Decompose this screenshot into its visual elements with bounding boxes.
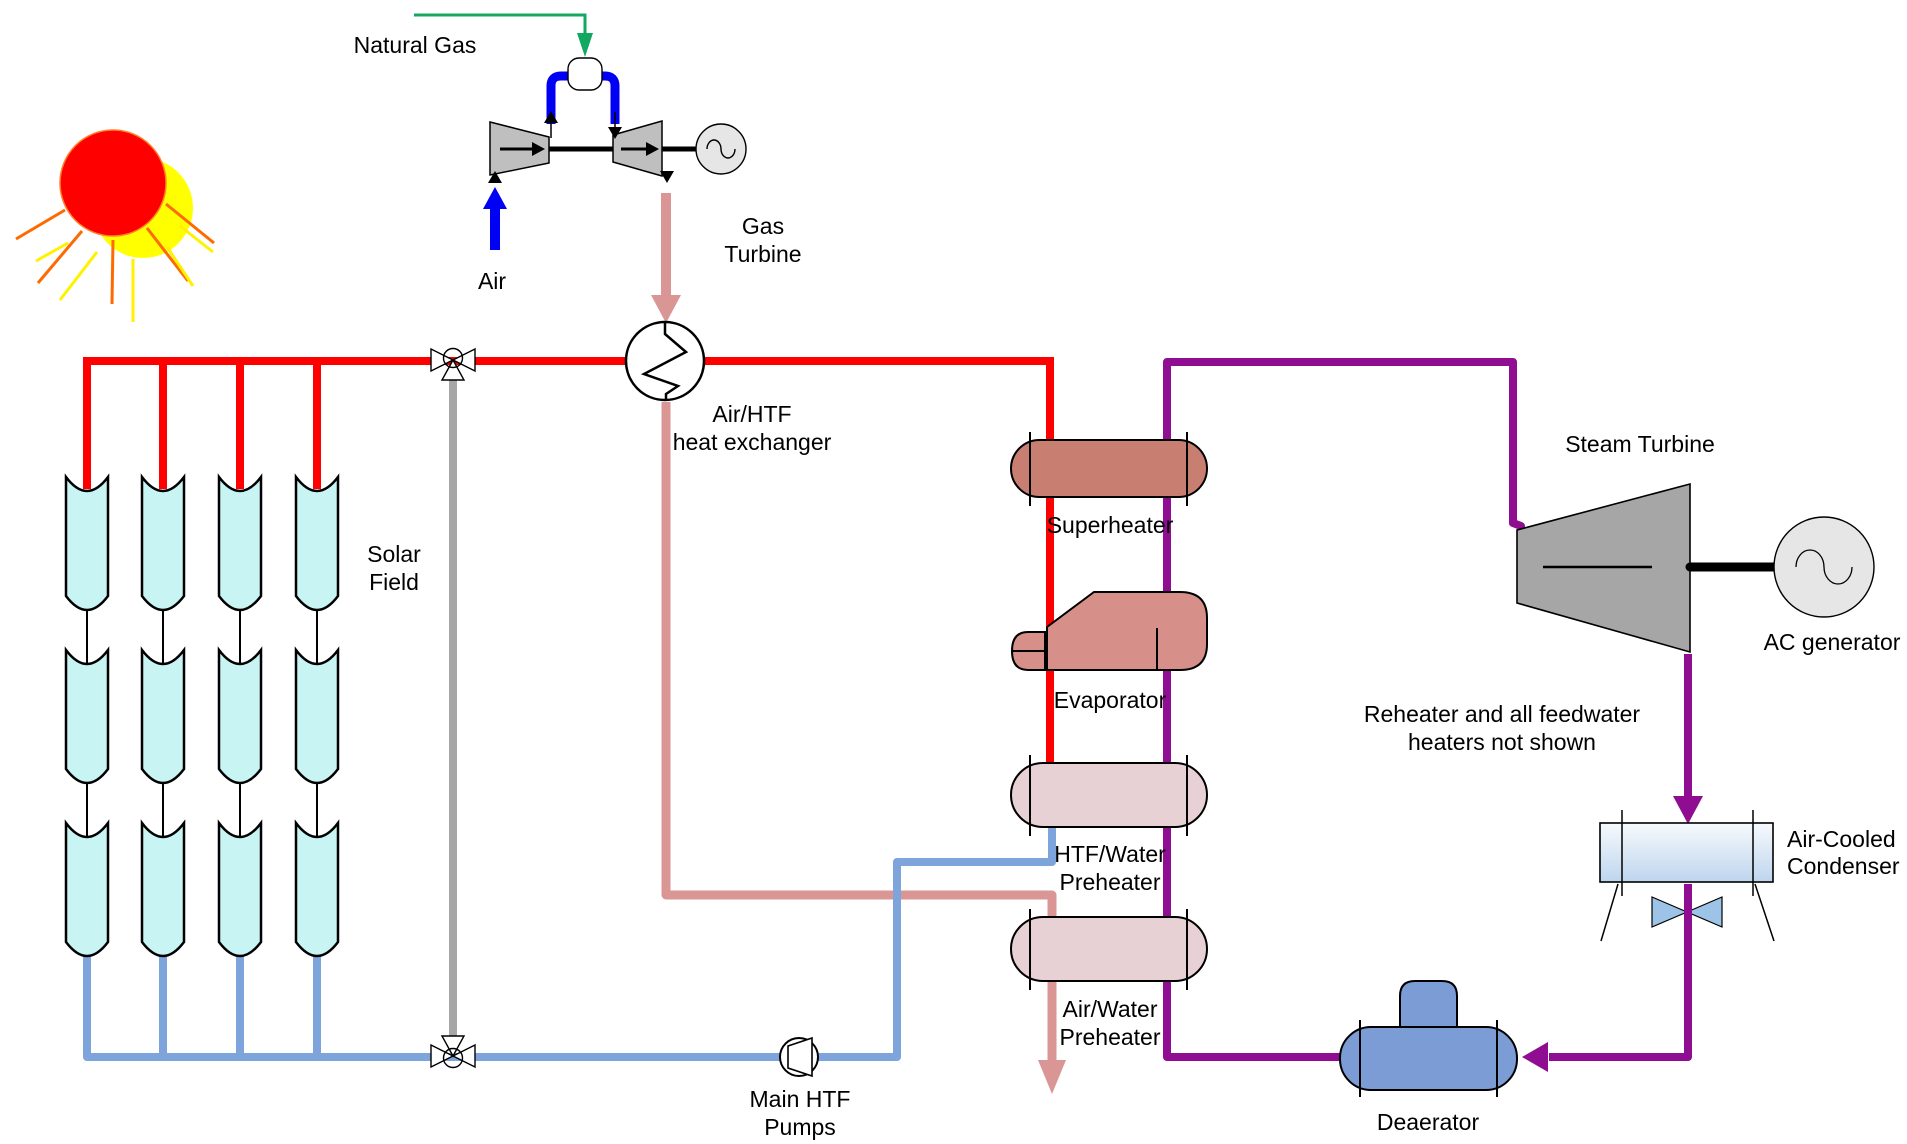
- arrow-up-icon: [488, 171, 502, 183]
- air-cooled-condenser: [1599, 810, 1774, 896]
- superheater-vessel: [1010, 432, 1208, 506]
- solar-collector: [217, 648, 263, 785]
- steam-turbine-label: Steam Turbine: [1565, 431, 1715, 457]
- natural-gas-line: [414, 13, 587, 34]
- air-water-preheater-label: Preheater: [1059, 1024, 1160, 1050]
- natural-gas-label: Natural Gas: [354, 32, 477, 58]
- sun-icon: [15, 129, 215, 322]
- arrow-down-icon: [660, 171, 674, 183]
- air-htf-hx-label: heat exchanger: [673, 429, 832, 455]
- main-htf-pumps-label: Pumps: [764, 1114, 836, 1140]
- steam-turbine-train: [1516, 482, 1875, 654]
- air-cooled-condenser-label: Condenser: [1787, 853, 1900, 879]
- deaerator-vessel: [1339, 980, 1518, 1097]
- arrow-down-icon: [608, 127, 622, 139]
- pump-impeller-icon: [787, 1036, 813, 1078]
- arrow-up-icon: [544, 111, 558, 123]
- natural-gas-arrow-icon: [577, 33, 593, 57]
- hx-zigzag-icon: [640, 322, 689, 400]
- solar-collector: [217, 821, 263, 958]
- evaporator-label: Evaporator: [1054, 687, 1167, 713]
- air-cooled-condenser-label: Air-Cooled: [1787, 826, 1896, 852]
- fan-blade-icon: [1651, 896, 1689, 928]
- note-label: Reheater and all feedwater: [1364, 701, 1641, 727]
- air-water-preheater-label: Air/Water: [1063, 996, 1158, 1022]
- ac-generator-label: AC generator: [1764, 629, 1901, 655]
- solar-field-label: Solar: [367, 541, 421, 567]
- feedwater-steam-line: [1163, 358, 1525, 1061]
- exhaust-air-line: [661, 402, 1057, 1062]
- collector-connectors: [86, 600, 318, 845]
- combustor-outlet-pipe: [602, 71, 620, 124]
- solar-collector: [294, 475, 340, 612]
- air-water-preheater-vessel: [1010, 909, 1208, 990]
- solar-field-outlet-valve: [430, 347, 476, 381]
- note-label: heaters not shown: [1408, 729, 1596, 755]
- air-htf-heat-exchanger: [624, 320, 706, 402]
- flow-arrow-icon: [532, 142, 545, 156]
- gas-turbine-label: Gas: [742, 213, 784, 239]
- exhaust-out-arrow-icon: [1038, 1060, 1066, 1094]
- condenser-leg: [1600, 883, 1619, 942]
- solar-collector: [140, 648, 186, 785]
- solar-collector: [217, 475, 263, 612]
- combustor: [567, 57, 603, 91]
- gas-turbine-train: [483, 57, 747, 250]
- solar-collector: [64, 475, 110, 612]
- gas-turbine-label: Turbine: [724, 241, 801, 267]
- evaporator-vessel: [1010, 591, 1208, 671]
- solar-field: [64, 475, 340, 958]
- deaerator-label: Deaerator: [1377, 1109, 1480, 1135]
- solar-collector: [64, 821, 110, 958]
- labels: Natural Gas Air Gas Turbine Air/HTF heat…: [354, 32, 1901, 1140]
- solar-field-label: Field: [369, 569, 419, 595]
- collectors: [64, 475, 340, 958]
- ac-generator-sine-icon: [1795, 549, 1853, 585]
- main-htf-pump: [779, 1036, 819, 1078]
- main-htf-pumps-label: Main HTF: [750, 1086, 851, 1112]
- gt-exhaust-arrow-icon: [651, 295, 681, 323]
- condensate-line: [1549, 884, 1692, 1061]
- air-htf-hx-label: Air/HTF: [712, 401, 791, 427]
- htf-water-preheater-label: Preheater: [1059, 869, 1160, 895]
- flow-arrow-icon: [646, 142, 659, 156]
- solar-collector: [294, 648, 340, 785]
- cold-htf-line: [83, 825, 1056, 1061]
- condenser-leg: [1754, 883, 1775, 942]
- htf-water-preheater-vessel: [1010, 755, 1208, 836]
- htf-water-preheater-label: HTF/Water: [1054, 841, 1166, 867]
- deaerator-dome: [1399, 980, 1458, 1028]
- air-label: Air: [478, 268, 506, 294]
- gt-generator-sine-icon: [706, 139, 736, 159]
- superheater-label: Superheater: [1047, 512, 1174, 538]
- solar-collector: [140, 821, 186, 958]
- solar-field-inlet-valve: [430, 1035, 476, 1069]
- hot-htf-line: [83, 357, 1054, 765]
- air-arrow-icon: [483, 187, 507, 209]
- fan-blade-icon: [1685, 896, 1723, 928]
- condenser-in-arrow-icon: [1673, 796, 1703, 824]
- solar-collector: [294, 821, 340, 958]
- deaerator-in-arrow-icon: [1522, 1042, 1548, 1072]
- compressor-discharge-pipe: [546, 71, 568, 124]
- solar-collector: [64, 648, 110, 785]
- solar-collector: [140, 475, 186, 612]
